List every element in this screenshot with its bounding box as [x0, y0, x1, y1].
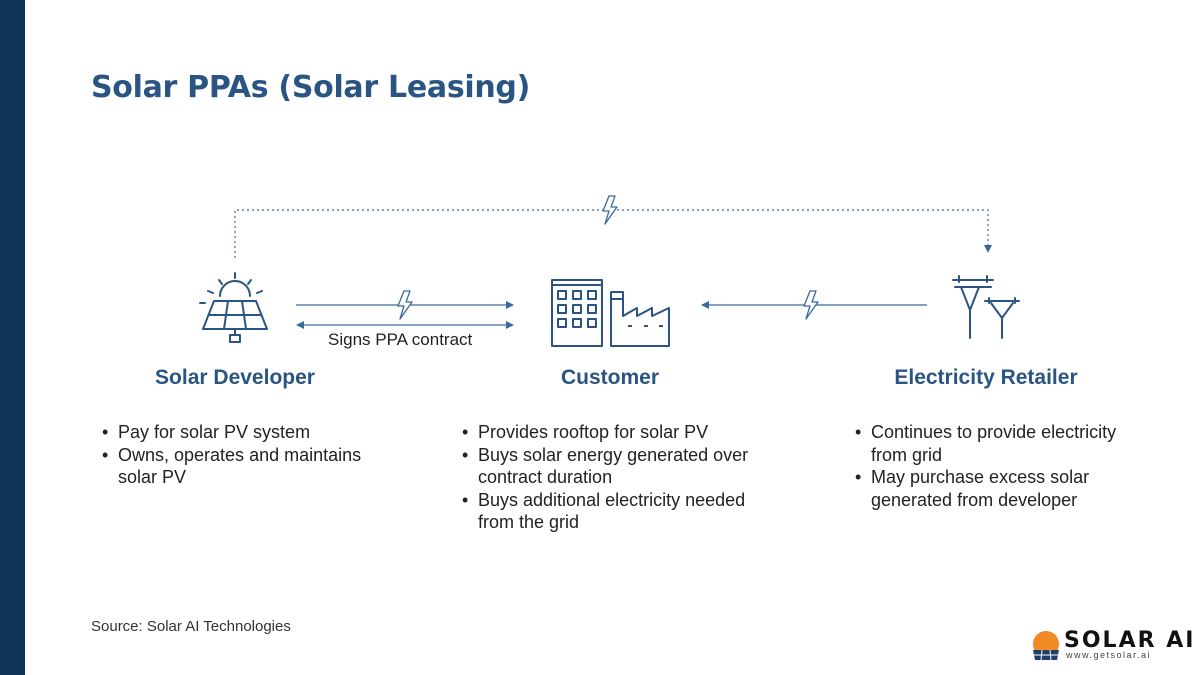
solar-ai-logo: SOLAR AI www.getsolar.ai [1030, 628, 1193, 662]
customer-bullets: Provides rooftop for solar PV Buys solar… [460, 421, 770, 534]
logo-url: www.getsolar.ai [1066, 650, 1152, 660]
list-item: Provides rooftop for solar PV [460, 421, 770, 444]
building-factory-icon [551, 279, 670, 347]
party-name-customer: Customer [560, 366, 660, 389]
left-accent-bar [0, 0, 25, 675]
page-title: Solar PPAs (Solar Leasing) [91, 70, 531, 105]
power-pylon-icon [952, 275, 1020, 339]
list-item: Pay for solar PV system [100, 421, 400, 444]
lightning-icon [397, 290, 413, 320]
list-item: Buys solar energy generated over contrac… [460, 444, 770, 489]
sun-logo-icon [1033, 631, 1059, 661]
logo-text: SOLAR AI [1064, 628, 1196, 653]
party-name-solar-developer: Solar Developer [155, 366, 315, 389]
lightning-icon [803, 290, 819, 320]
party-name-electricity-retailer: Electricity Retailer [894, 366, 1078, 389]
list-item: May purchase excess solar generated from… [853, 466, 1153, 511]
list-item: Owns, operates and maintains solar PV [100, 444, 400, 489]
electricity-retailer-bullets: Continues to provide electricity from gr… [853, 421, 1153, 511]
list-item: Continues to provide electricity from gr… [853, 421, 1153, 466]
lightning-icon [602, 195, 618, 225]
excess-electricity-flow [234, 209, 992, 258]
solar-panel-sun-icon [199, 272, 268, 343]
contract-double-arrow [296, 321, 514, 329]
solar-developer-bullets: Pay for solar PV system Owns, operates a… [100, 421, 400, 489]
contract-label: Signs PPA contract [328, 330, 473, 349]
list-item: Buys additional electricity needed from … [460, 489, 770, 534]
source-note: Source: Solar AI Technologies [91, 618, 291, 635]
